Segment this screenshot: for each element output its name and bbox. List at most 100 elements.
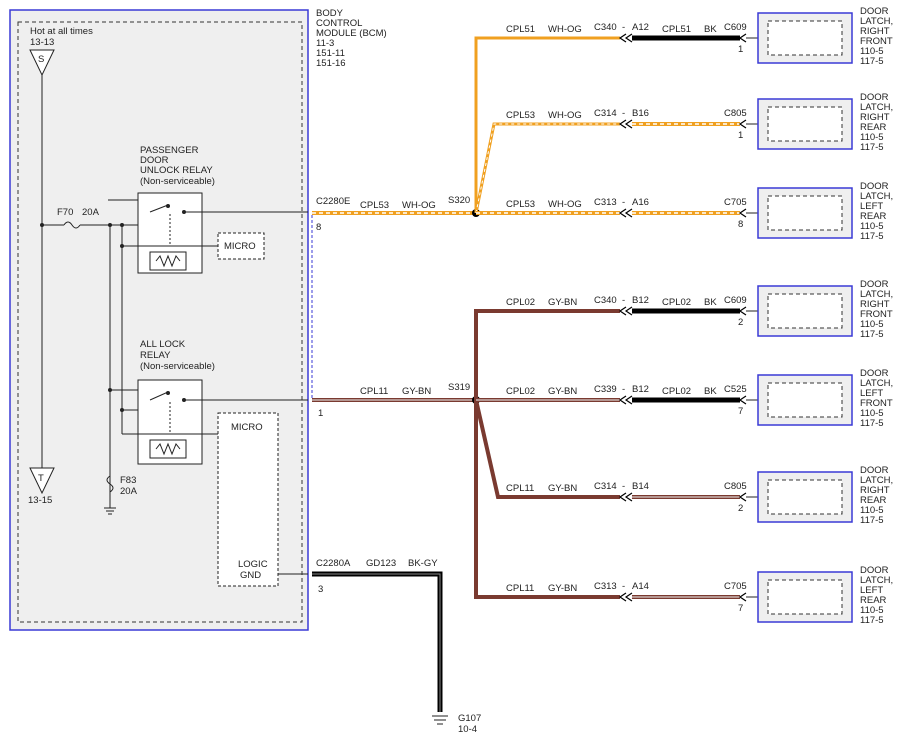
f83-rating: 20A — [120, 486, 138, 497]
relay1-coil-icon — [155, 254, 181, 268]
inline-connector-chevron-icon — [618, 395, 627, 405]
door-latch-label: LEFT — [860, 201, 883, 212]
branch-wire-label: CPL11 — [506, 483, 534, 494]
door-latch-label: REAR — [860, 495, 887, 506]
branch-door-conn: C609 — [724, 295, 747, 306]
branch-inline-dash: - — [622, 481, 625, 492]
f83-label: F83 — [120, 475, 136, 486]
door-latch-label: FRONT — [860, 36, 893, 47]
cpl53-main-color: WH-OG — [402, 200, 436, 211]
trunk-s319-branch4 — [474, 309, 620, 400]
trunk-s320-branch1 — [474, 36, 620, 213]
relay2-contact-wire — [149, 391, 169, 401]
branch-inline-dash: - — [622, 108, 625, 119]
branch-wire-color: WH-OG — [548, 110, 582, 121]
door-latch-label: REAR — [860, 211, 887, 222]
branch-wire-label: CPL02 — [506, 386, 535, 397]
f70-rating: 20A — [82, 207, 100, 218]
branch-wire-label: CPL02 — [506, 297, 535, 308]
branch-door-pin: 2 — [738, 503, 743, 514]
branch-wire-color: WH-OG — [548, 199, 582, 210]
branch-inline-pin: B16 — [632, 108, 649, 119]
gd123-color: BK-GY — [408, 558, 438, 569]
door-latch-label: DOOR — [860, 368, 889, 379]
c2280a-pin: 3 — [318, 584, 323, 595]
door-latch-label: LEFT — [860, 585, 883, 596]
branch-inline-dash: - — [622, 295, 625, 306]
door-connector-chevron-icon — [738, 306, 747, 316]
branch-door-pin: 1 — [738, 44, 743, 55]
door-connector-chevron-icon — [738, 208, 747, 218]
door-latch-label: FRONT — [860, 398, 893, 409]
door-latch-label: RIGHT — [860, 299, 890, 310]
hot-ref: 13-13 — [30, 37, 54, 48]
relay2-coil-icon — [155, 442, 181, 456]
branch-wire2-label: CPL02 — [662, 297, 691, 308]
t-terminal-label: T — [38, 473, 44, 484]
s-terminal-label: S — [38, 54, 44, 65]
branch-inline-conn: C339 — [594, 384, 617, 395]
c2280a-label: C2280A — [316, 558, 351, 569]
c2280e-label: C2280E — [316, 196, 350, 207]
branch-inline-conn: C314 — [594, 481, 617, 492]
door-connector-chevron-icon — [738, 395, 747, 405]
branch-inline-pin: B12 — [632, 384, 649, 395]
branch-wire-color: WH-OG — [548, 24, 582, 35]
door-latch-label: LATCH, — [860, 575, 893, 586]
branch-door-pin: 7 — [738, 603, 743, 614]
branch-wire-label: CPL51 — [506, 24, 535, 35]
branch-inline-conn: C340 — [594, 22, 617, 33]
branch-door-conn: C805 — [724, 481, 747, 492]
relay1-micro-label: MICRO — [224, 241, 256, 252]
relay1-contact-a — [166, 204, 170, 208]
door-latch-inner — [767, 382, 843, 418]
door-latch-label: FRONT — [860, 309, 893, 320]
door-latch-label: LATCH, — [860, 475, 893, 486]
door-latch-label: 110-5 — [860, 319, 884, 330]
logic-micro-label: MICRO — [231, 422, 263, 433]
inline-connector-chevron-icon — [624, 208, 633, 218]
door-latch-label: RIGHT — [860, 112, 890, 123]
branch-inline-pin: A16 — [632, 197, 649, 208]
door-latch-inner — [767, 106, 843, 142]
branch-inline-dash: - — [622, 197, 625, 208]
door-latch-label: RIGHT — [860, 26, 890, 37]
relay1-label: PASSENGER DOOR UNLOCK RELAY (Non-service… — [140, 145, 215, 187]
cpl11-main-color: GY-BN — [402, 386, 431, 397]
branch-wire2-label: CPL51 — [662, 24, 691, 35]
trunk-s319-branch6 — [474, 399, 620, 499]
door-latch-label: 117-5 — [860, 142, 884, 153]
branch-wire-color: GY-BN — [548, 297, 577, 308]
feed-junction-1 — [108, 223, 112, 227]
door-latch-label: DOOR — [860, 181, 889, 192]
door-latch-label: 110-5 — [860, 221, 884, 232]
door-latch-label: LEFT — [860, 388, 883, 399]
branch-wire-label: CPL53 — [506, 110, 535, 121]
branch-inline-dash: - — [622, 384, 625, 395]
branch-inline-conn: C313 — [594, 581, 617, 592]
relay2-label: ALL LOCK RELAY (Non-serviceable) — [140, 339, 215, 372]
gd123-label: GD123 — [366, 558, 396, 569]
inline-connector-chevron-icon — [624, 395, 633, 405]
g107-ref: 10-4 — [458, 724, 477, 735]
door-latch-inner — [767, 479, 843, 515]
branch-wire2-color: BK — [704, 297, 717, 308]
branch-inline-dash: - — [622, 581, 625, 592]
branch-wire-color: GY-BN — [548, 386, 577, 397]
inline-connector-chevron-icon — [624, 492, 633, 502]
door-latch-label: 117-5 — [860, 515, 884, 526]
g107-label: G107 — [458, 713, 481, 724]
door-latch-label: LATCH, — [860, 191, 893, 202]
door-latch-label: LATCH, — [860, 16, 893, 27]
t-terminal-ref: 13-15 — [28, 495, 52, 506]
branch-door-pin: 7 — [738, 406, 743, 417]
f83-fuse-icon — [106, 475, 114, 493]
door-latch-label: LATCH, — [860, 289, 893, 300]
inline-connector-chevron-icon — [618, 208, 627, 218]
branch-wire-color: GY-BN — [548, 483, 577, 494]
door-connector-chevron-icon — [738, 492, 747, 502]
branch-wire-label: CPL11 — [506, 583, 534, 594]
branch-door-pin: 2 — [738, 317, 743, 328]
inline-connector-chevron-icon — [618, 119, 627, 129]
